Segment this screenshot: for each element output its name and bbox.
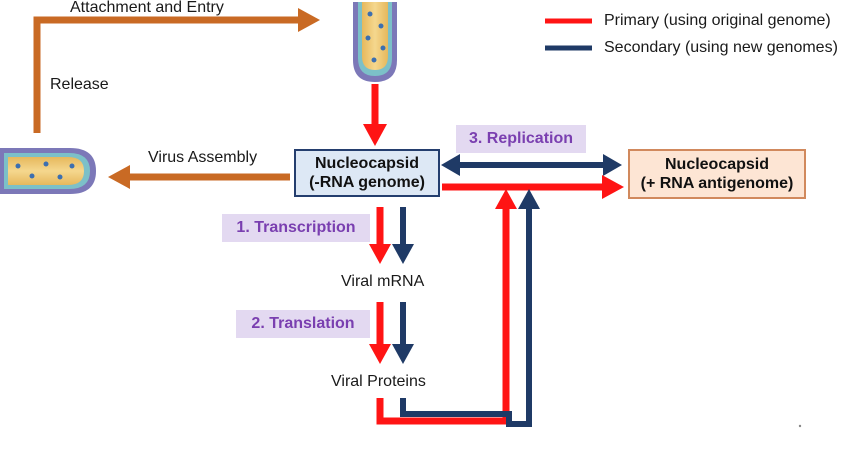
virus-assembly-label: Virus Assembly (148, 149, 258, 166)
viral-mrna-label: Viral mRNA (341, 273, 425, 290)
step-transcription-label: 1. Transcription (222, 214, 370, 242)
nucleocapsid-positive-rna-box: Nucleocapsid (+ RNA antigenome) (628, 149, 806, 199)
dot-mark (798, 424, 802, 428)
step-translation-label: 2. Translation (236, 310, 370, 338)
protein-feedback-secondary-arrow (400, 189, 540, 427)
release-entry-arrow (33, 8, 320, 133)
entry-primary-arrow (363, 84, 387, 146)
release-label: Release (50, 76, 109, 93)
legend-primary-label: Primary (using original genome) (604, 12, 831, 29)
translation-primary-arrow (369, 302, 391, 364)
nucleocapsid-negative-subtitle: (-RNA genome) (309, 174, 425, 191)
attachment-entry-label: Attachment and Entry (70, 0, 224, 16)
nucleocapsid-positive-subtitle: (+ RNA antigenome) (640, 175, 794, 192)
viral-proteins-label: Viral Proteins (331, 373, 426, 390)
legend-secondary-label: Secondary (using new genomes) (604, 39, 838, 56)
virus-particle-icon (0, 148, 96, 194)
step-replication-label: 3. Replication (456, 125, 586, 153)
transcription-primary-arrow (369, 207, 391, 264)
replication-primary-arrow (442, 175, 624, 199)
replication-secondary-arrow (441, 154, 622, 176)
virus-particle-icon (353, 2, 397, 82)
translation-secondary-arrow (392, 302, 414, 364)
nucleocapsid-negative-rna-box: Nucleocapsid (-RNA genome) (294, 149, 440, 197)
nucleocapsid-positive-title: Nucleocapsid (664, 156, 770, 173)
transcription-secondary-arrow (392, 207, 414, 264)
nucleocapsid-negative-title: Nucleocapsid (314, 155, 420, 172)
virus-assembly-arrow (108, 165, 290, 189)
